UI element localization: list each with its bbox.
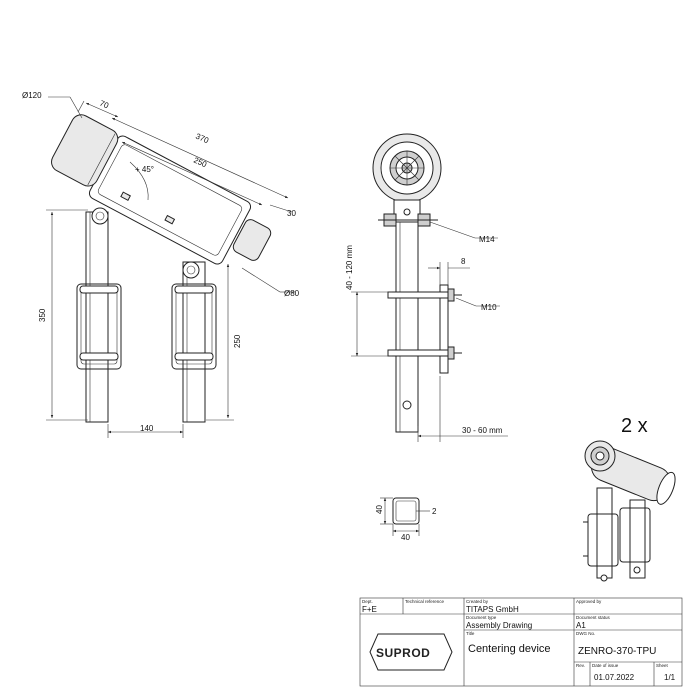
dim-d80: Ø80 <box>284 289 300 298</box>
approved-by-label: Approved by <box>576 599 602 604</box>
dim-d120: Ø120 <box>22 91 42 100</box>
side-view: M14 40 - 120 mm 8 M10 30 - 60 mm <box>345 133 508 442</box>
sheet-value: 1/1 <box>664 673 676 682</box>
created-by-value: TITAPS GmbH <box>466 605 519 614</box>
dwg-no-label: DWG No. <box>576 631 595 636</box>
doc-status-label: Document status <box>576 615 611 620</box>
dim-30-60: 30 - 60 mm <box>462 426 503 435</box>
doc-type-label: Document type <box>466 615 497 620</box>
title-block: Dept. F+E Technical reference Created by… <box>359 597 683 687</box>
dim-140: 140 <box>140 424 154 433</box>
title-value: Centering device <box>468 643 551 655</box>
front-view: 70 370 250 + 45° 30 Ø120 350 Ø80 250 14 <box>22 91 300 438</box>
created-by-label: Created by <box>466 599 489 604</box>
dim-370: 370 <box>194 132 210 146</box>
date-value: 01.07.2022 <box>594 673 635 682</box>
dim-70: 70 <box>98 99 110 111</box>
dim-tube-40-h: 40 <box>375 505 384 514</box>
title-label: Title <box>466 631 475 636</box>
dim-m10: M10 <box>481 303 497 312</box>
dept-value: F+E <box>362 605 377 614</box>
dim-250-side: 250 <box>233 334 242 348</box>
dim-30: 30 <box>287 209 296 218</box>
suprod-logo: SUPROD <box>369 633 453 671</box>
dim-40-120: 40 - 120 mm <box>345 245 354 290</box>
quantity-label: 2 x <box>621 415 648 437</box>
dim-tube-2: 2 <box>432 507 437 516</box>
dim-250-top: 250 <box>192 156 208 170</box>
dim-tube-40-w: 40 <box>401 533 410 542</box>
dim-m14: M14 <box>479 235 495 244</box>
rev-label: Rev. <box>576 663 585 668</box>
dept-label: Dept. <box>362 599 373 604</box>
dwg-no-value: ZENRO-370-TPU <box>578 646 656 657</box>
tube-section: 40 40 2 <box>375 497 437 542</box>
doc-status-value: A1 <box>576 621 586 630</box>
angle-45: + 45° <box>135 165 154 174</box>
logo-text: SUPROD <box>376 646 430 660</box>
sheet-label: Sheet <box>656 663 669 668</box>
dim-8: 8 <box>461 257 466 266</box>
tech-ref-label: Technical reference <box>405 599 445 604</box>
doc-type-value: Assembly Drawing <box>466 621 532 630</box>
isometric-view: 2 x <box>583 415 676 582</box>
date-label: Date of issue <box>592 663 619 668</box>
dim-350: 350 <box>38 308 47 322</box>
